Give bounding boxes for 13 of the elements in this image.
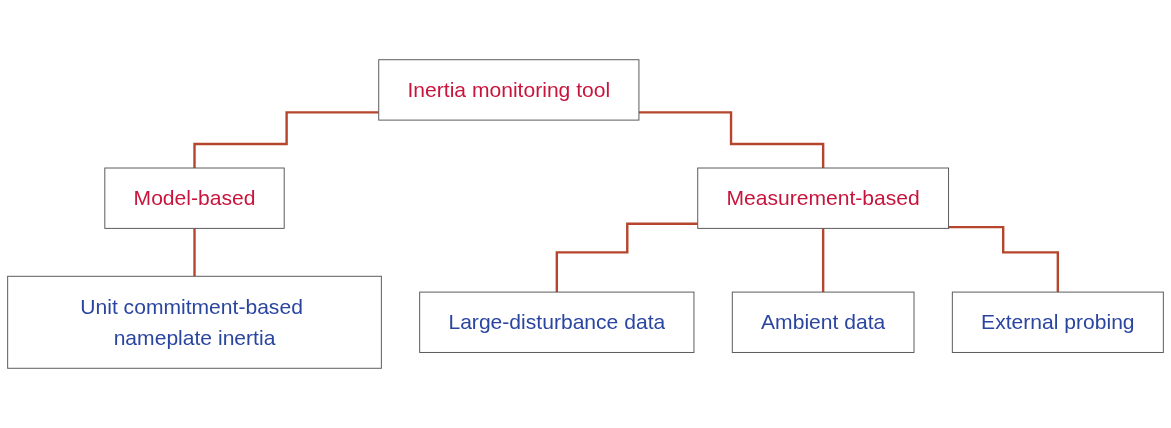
node-box: Inertia monitoring tool — [378, 59, 640, 121]
node-box: Ambient data — [731, 291, 915, 353]
connector — [948, 225, 1060, 294]
node-box: Measurement-based — [697, 167, 950, 229]
node-box: Large-disturbance data — [419, 291, 695, 353]
node-box: External probing — [951, 291, 1164, 353]
node-box: Model-based — [104, 167, 285, 229]
connector — [193, 111, 379, 170]
connector — [638, 111, 825, 170]
node-box: Unit commitment-based nameplate inertia — [7, 275, 382, 369]
connector — [821, 227, 825, 294]
connector — [193, 227, 196, 278]
connector — [555, 222, 698, 294]
